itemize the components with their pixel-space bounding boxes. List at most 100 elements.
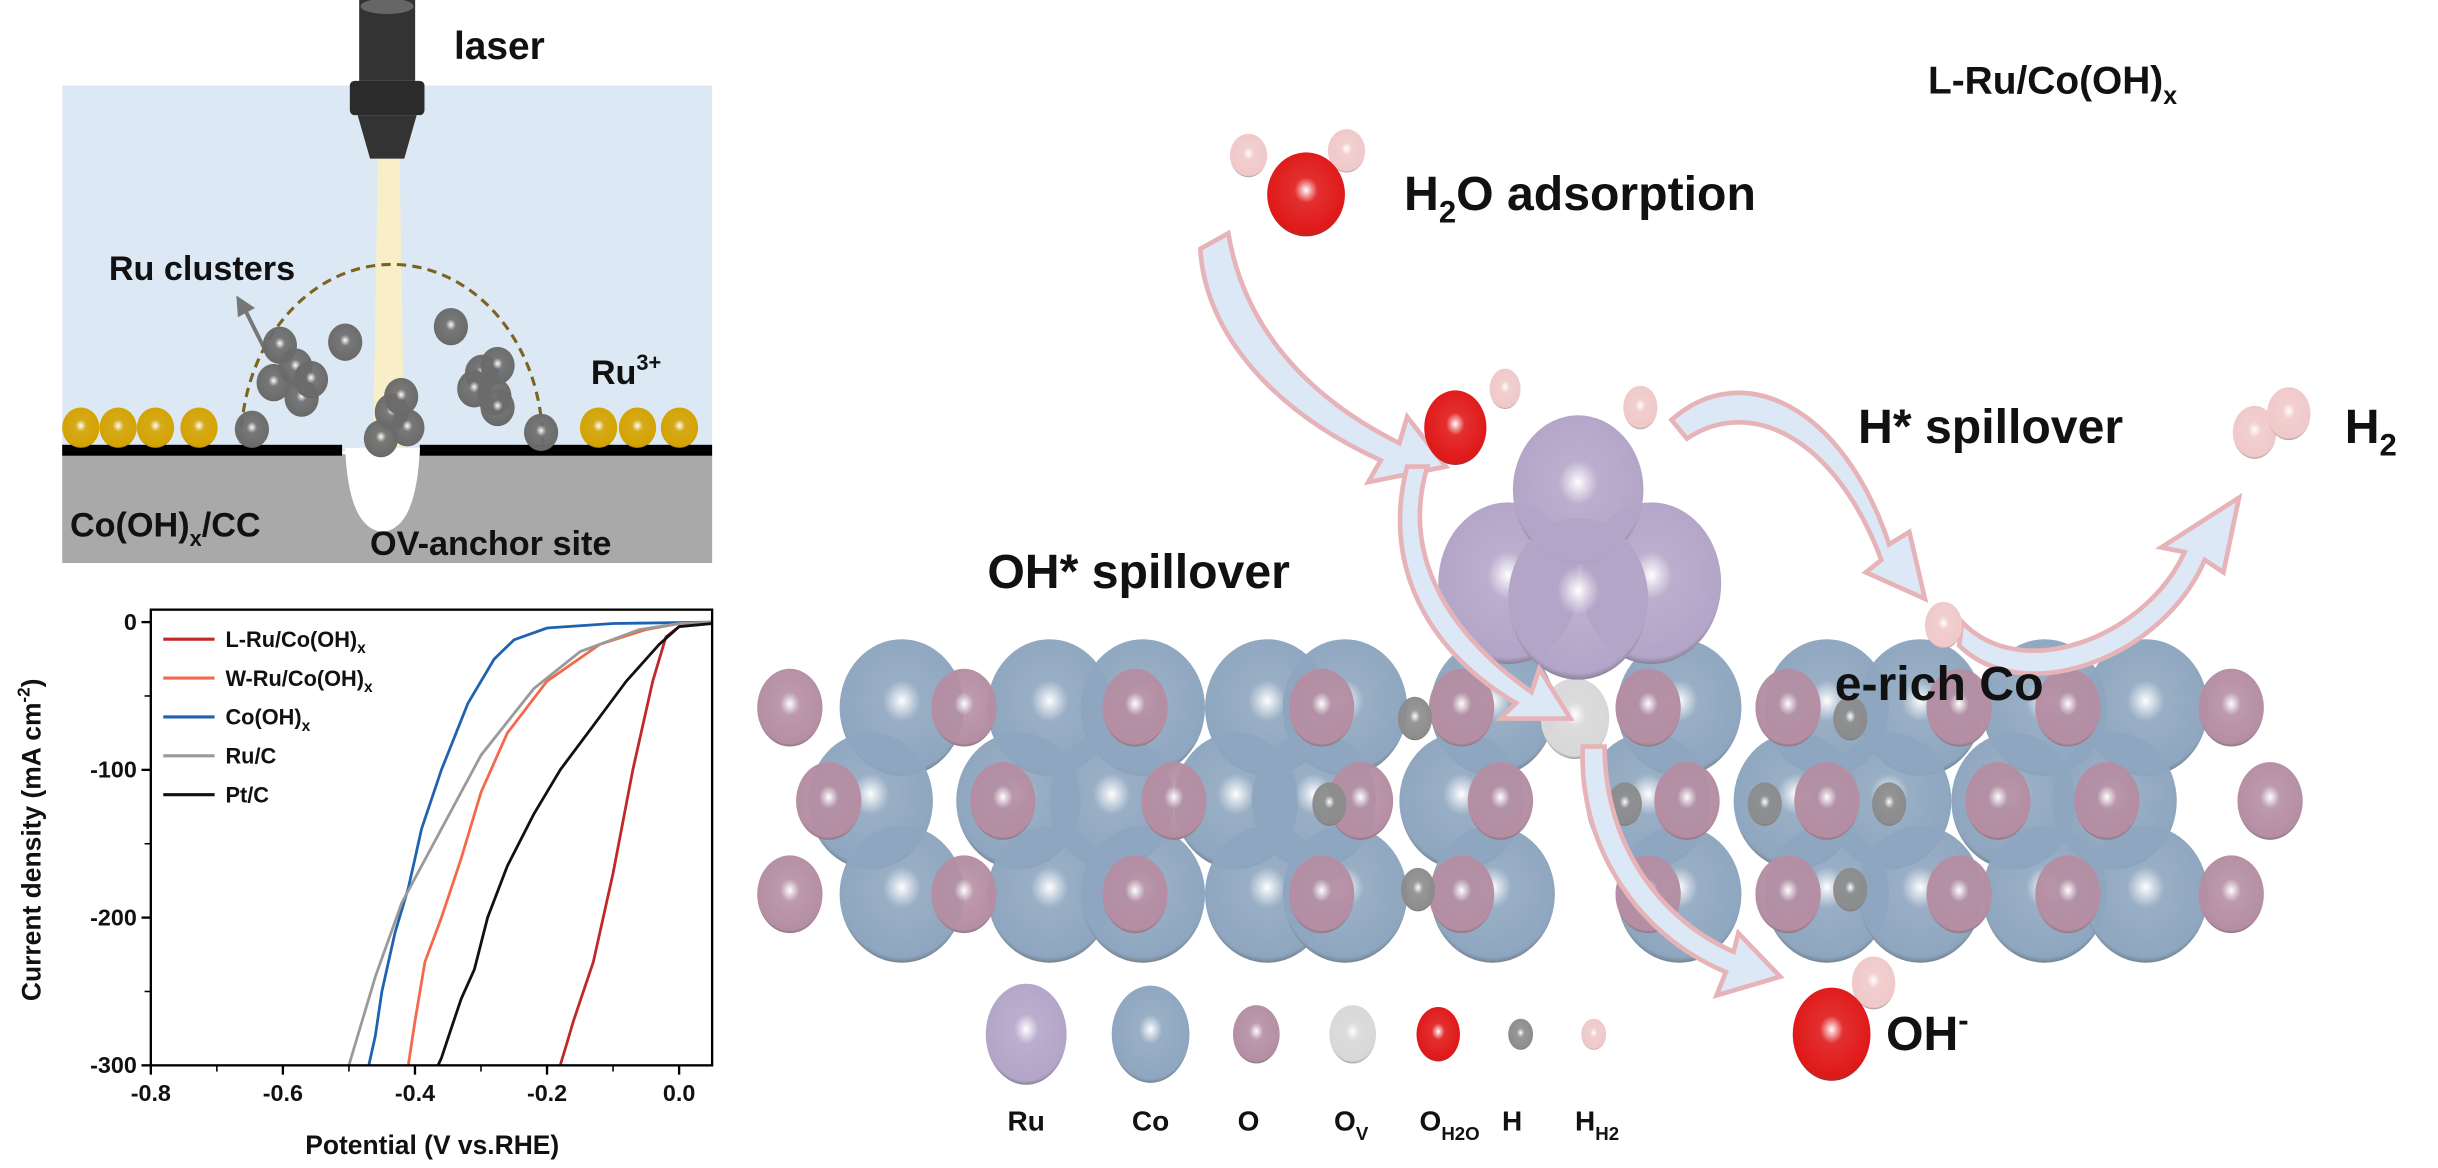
e-rich-co-label: e-rich Co <box>1835 657 2044 711</box>
molecules <box>1229 129 2311 1081</box>
hydroxide-hydrogen-atom <box>1851 956 1896 1010</box>
o-atom <box>1428 855 1495 934</box>
laser-objective-icon <box>349 0 425 159</box>
ru-ion-atom <box>62 407 100 448</box>
o-atom <box>1102 855 1168 934</box>
co-atom <box>839 825 965 963</box>
h2o-hydrogen-atom <box>1327 129 1366 173</box>
o-atom <box>1926 855 1992 934</box>
legend-label: Ru/C <box>225 744 276 769</box>
ru-ion-atom <box>579 407 618 448</box>
ru-atom <box>1512 415 1644 565</box>
legend-label: W-Ru/Co(OH)x <box>225 666 373 696</box>
o-atom <box>970 762 1036 840</box>
o-atom <box>1926 668 1992 747</box>
ru-atom <box>1508 517 1649 680</box>
x-tick-label: -0.4 <box>395 1080 435 1106</box>
series-line-4 <box>436 622 713 1066</box>
legend-atom-label: H <box>1502 1106 1522 1137</box>
series-line-0 <box>558 622 713 1066</box>
laser-label: laser <box>454 25 545 68</box>
h2-atom <box>2266 387 2311 441</box>
ru-cluster-atom <box>384 377 419 416</box>
h2-release-arrow <box>1956 492 2243 676</box>
h2o-hydrogen-atom <box>1229 133 1268 178</box>
h-atom <box>1747 782 1782 826</box>
plot-frame <box>149 608 714 1067</box>
o-atom <box>1288 855 1355 934</box>
h2-label: H2 <box>2345 400 2397 462</box>
substrate-label: Co(OH)x/CC <box>70 507 261 551</box>
spillover-hydrogen-atom <box>1623 385 1658 430</box>
adsorbed-hydrogen-atom <box>1489 368 1521 410</box>
series-line-1 <box>406 620 713 1066</box>
y-tick-label: -200 <box>90 904 137 930</box>
ru-ion-atom <box>99 407 137 448</box>
co-atom <box>987 825 1112 963</box>
legend-label: L-Ru/Co(OH)x <box>225 627 366 657</box>
legend-atom-ov <box>1329 1005 1377 1064</box>
h-atom <box>1872 782 1907 826</box>
ru-ion-atom <box>660 407 699 448</box>
legend-label: Co(OH)x <box>225 705 310 735</box>
legend-atom-label: Ru <box>1008 1106 1045 1137</box>
o-atom <box>1654 762 1720 840</box>
o-atom <box>2035 668 2101 747</box>
o-atom <box>2035 855 2101 934</box>
oh-spillover-arrow <box>1397 464 1575 721</box>
h-spillover-arrow <box>1668 390 1929 603</box>
oh-spillover-label: OH* spillover <box>987 545 1290 599</box>
laser-beam <box>373 158 405 448</box>
ov-anchor-site-label: OV-anchor site <box>370 525 611 563</box>
y-tick-label: 0 <box>124 609 137 635</box>
process-arrows <box>1197 229 2243 999</box>
legend-atom-label: HH2 <box>1575 1106 1619 1144</box>
o-atom <box>1755 668 1821 747</box>
surface-line-right <box>419 444 713 456</box>
o-atom <box>757 668 823 747</box>
o-atom <box>1794 762 1860 840</box>
ru-cluster-atom <box>256 363 291 402</box>
ru-cluster-atom <box>328 323 363 361</box>
o-atom <box>1965 762 2031 840</box>
ru-clusters-label: Ru clusters <box>109 250 295 288</box>
ru-ion-atom <box>618 407 657 448</box>
ru-ion-label: Ru3+ <box>591 350 661 392</box>
legend-atom-o <box>1232 1005 1280 1064</box>
co-oh-slab <box>757 415 2303 963</box>
ru-cluster-atom <box>234 410 269 448</box>
legend-atom-label: O <box>1238 1106 1260 1137</box>
h-atom <box>1400 867 1436 912</box>
co-atom <box>2083 825 2208 963</box>
ru-cluster-atom <box>433 307 469 346</box>
legend-atom-label: OV <box>1334 1106 1369 1144</box>
h-spillover-label: H* spillover <box>1858 400 2123 454</box>
o-atom <box>2198 855 2264 934</box>
legend-label: Pt/C <box>225 783 269 808</box>
o-atom <box>931 855 997 934</box>
o-atom <box>1615 668 1681 747</box>
o-atom <box>2074 762 2140 840</box>
o-atom <box>2237 762 2303 840</box>
h-atom <box>1833 867 1868 912</box>
y-tick-label: -300 <box>90 1052 137 1078</box>
chart-series <box>347 620 713 1066</box>
catalyst-title: L-Ru/Co(OH)x <box>1928 59 2177 110</box>
o-atom <box>1288 668 1355 747</box>
hydroxide-oxygen-atom <box>1792 987 1871 1081</box>
series-line-2 <box>367 620 713 1066</box>
y-axis-label: Current density (mA cm-2) <box>15 679 47 1002</box>
oh-release-arrow <box>1580 744 1785 999</box>
o-atom <box>1327 762 1394 840</box>
ov-anchor-pit <box>345 447 420 532</box>
o-atom <box>1467 762 1534 840</box>
o-atom <box>2198 668 2264 747</box>
h-atom <box>1312 782 1347 826</box>
legend-atom-label: Co <box>1132 1106 1169 1137</box>
x-tick-label: 0.0 <box>663 1080 695 1106</box>
legend-atom-ru <box>985 983 1067 1085</box>
spillover-hydrogen-atom <box>1924 601 1963 649</box>
